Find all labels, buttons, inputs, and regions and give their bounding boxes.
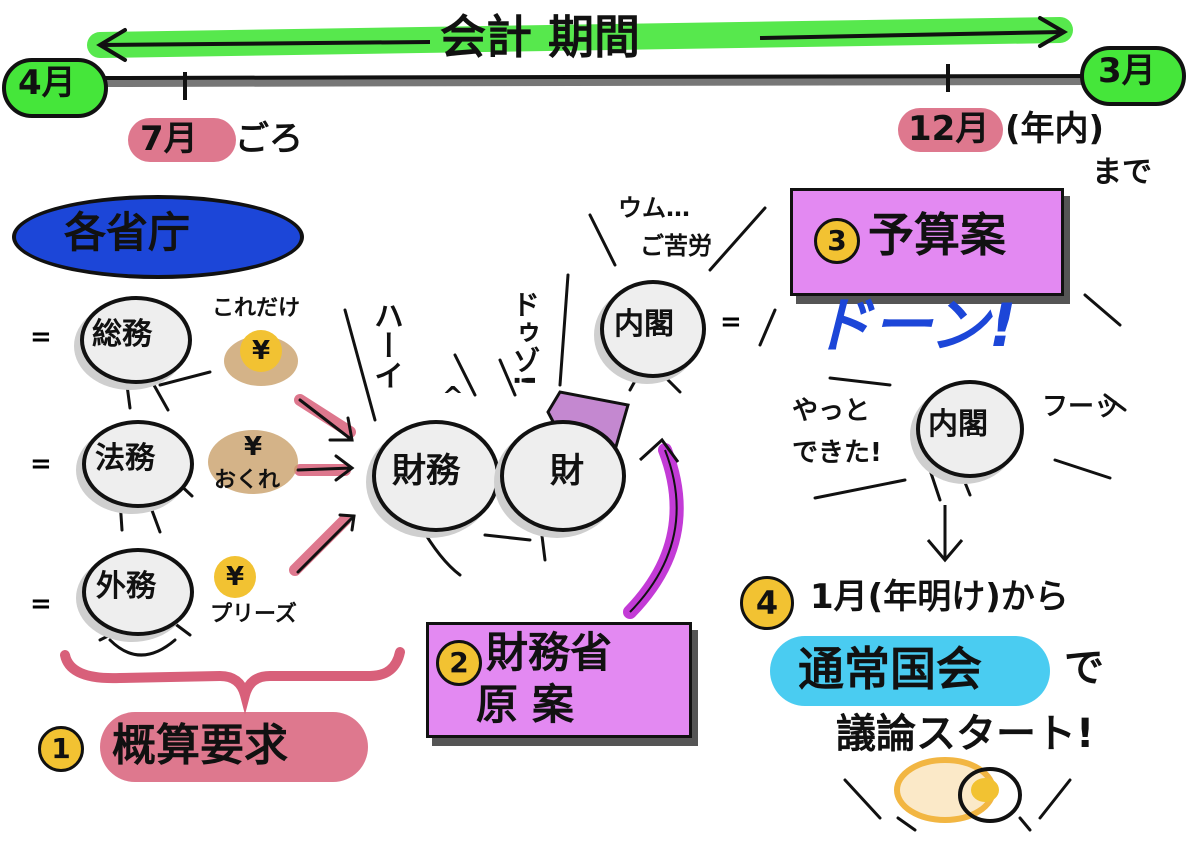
- naikaku-right-comment: フーッ: [1042, 392, 1121, 422]
- naikaku-bottom-label: 内閣: [928, 407, 988, 442]
- step2-label-line2: 原案: [476, 680, 589, 729]
- zaimu-label: 財務: [392, 451, 460, 491]
- money-smudge: [208, 430, 298, 494]
- zaimu-bow-head: [500, 420, 626, 532]
- step2-label-line1: 財務省: [486, 628, 613, 677]
- zaimu-head: [372, 420, 500, 532]
- gaimu-label: 外務: [96, 569, 156, 604]
- timeline-start-marker: [2, 58, 108, 118]
- ministries-label: 各省庁: [64, 208, 191, 257]
- gaimu-head: [82, 548, 194, 636]
- ministries-badge: [12, 195, 304, 279]
- naikaku-top-head: [600, 280, 706, 378]
- december-highlight: [898, 108, 1003, 152]
- step2-number: 2: [436, 640, 482, 686]
- dash-mark: =: [30, 322, 52, 352]
- shout-hai: ハーイ: [368, 300, 403, 390]
- july-suffix: ごろ: [235, 119, 303, 159]
- houmu-label: 法務: [95, 441, 155, 476]
- naikaku-bottom-head: [916, 380, 1024, 478]
- step1-number: 1: [38, 726, 84, 772]
- december-label: 12月: [908, 109, 990, 149]
- step4-line1: 1月(年明け)から: [810, 577, 1069, 617]
- step4-after-highlight: で: [1064, 645, 1104, 691]
- step1-highlight: [100, 712, 368, 782]
- step3-number: 3: [814, 218, 860, 264]
- naikaku-left-comment-2: できた!: [792, 438, 882, 468]
- naikaku-top-label: 内閣: [614, 307, 674, 342]
- step3-sound: ドーン!: [812, 291, 1017, 361]
- step4-highlight-text: 通常国会: [798, 642, 982, 696]
- naikaku-comment-2: ご苦労: [640, 232, 712, 260]
- timeline-start-label: 4月: [18, 63, 76, 103]
- step4-highlight: [770, 636, 1050, 706]
- december-until: まで: [1092, 155, 1152, 190]
- yen-coin-icon: ¥: [243, 432, 263, 462]
- december-suffix: (年内): [1005, 109, 1105, 149]
- yen-coin-icon: ¥: [240, 330, 282, 372]
- houmu-head: [82, 420, 194, 508]
- caret-mark: ^: [442, 382, 464, 412]
- july-label: 7月: [140, 119, 198, 159]
- dash-mark: =: [30, 589, 52, 619]
- naikaku-comment-1: ウム…: [618, 194, 690, 222]
- step3-label: 予算案: [868, 208, 1006, 262]
- timeline-title: 会計 期間: [440, 10, 641, 64]
- step4-line3: 議論スタート!: [836, 711, 1095, 757]
- dash-mark: =: [30, 449, 52, 479]
- equals-mark: =: [720, 307, 742, 337]
- timeline-end-label: 3月: [1098, 51, 1156, 91]
- shout-dou: ドゥゾ!: [508, 290, 541, 387]
- timeline-end-marker: [1080, 46, 1186, 106]
- july-highlight: [128, 118, 236, 162]
- yen-coin-icon: ¥: [214, 556, 256, 598]
- step4-number: 4: [740, 576, 794, 630]
- zaimu-bow-label: 財: [550, 451, 584, 491]
- houmu-comment: おくれ: [214, 468, 281, 493]
- soumu-comment: これだけ: [212, 296, 301, 321]
- step1-label: 概算要求: [112, 720, 288, 771]
- gaimu-comment: プリーズ: [210, 602, 297, 627]
- naikaku-left-comment-1: やっと: [792, 396, 871, 426]
- soumu-label: 総務: [92, 317, 152, 352]
- soumu-head: [80, 296, 192, 384]
